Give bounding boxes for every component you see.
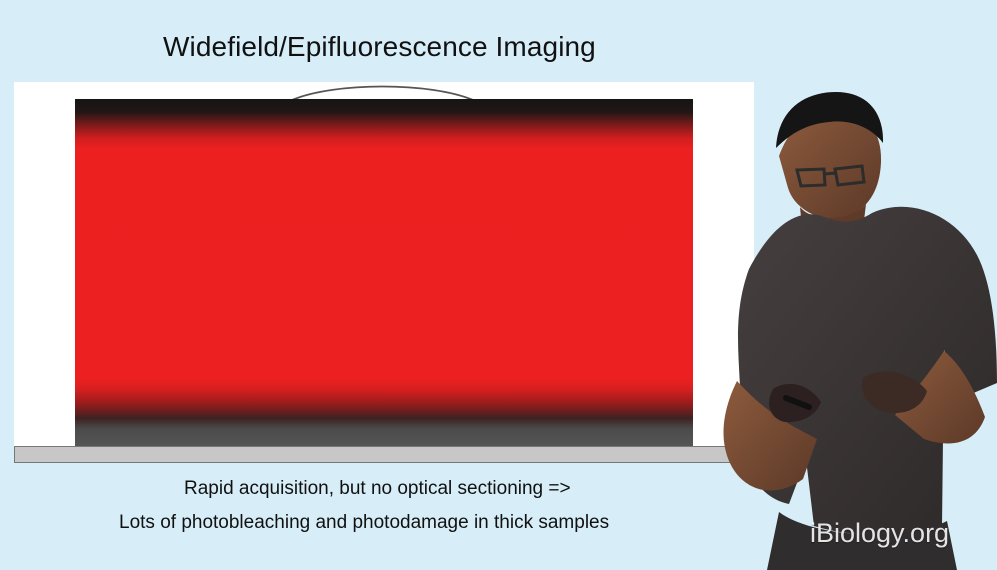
ibiology-watermark: iBiology.org (810, 518, 950, 548)
presenter-image (723, 92, 997, 570)
slide-title: Widefield/Epifluorescence Imaging (163, 31, 596, 62)
objective-lens-arc (291, 85, 474, 101)
microscope-slide (14, 446, 752, 463)
caption-line-2: Lots of photobleaching and photodamage i… (119, 512, 610, 533)
caption-line-1: Rapid acquisition, but no optical sectio… (184, 478, 571, 499)
fluorescent-specimen (75, 99, 693, 446)
